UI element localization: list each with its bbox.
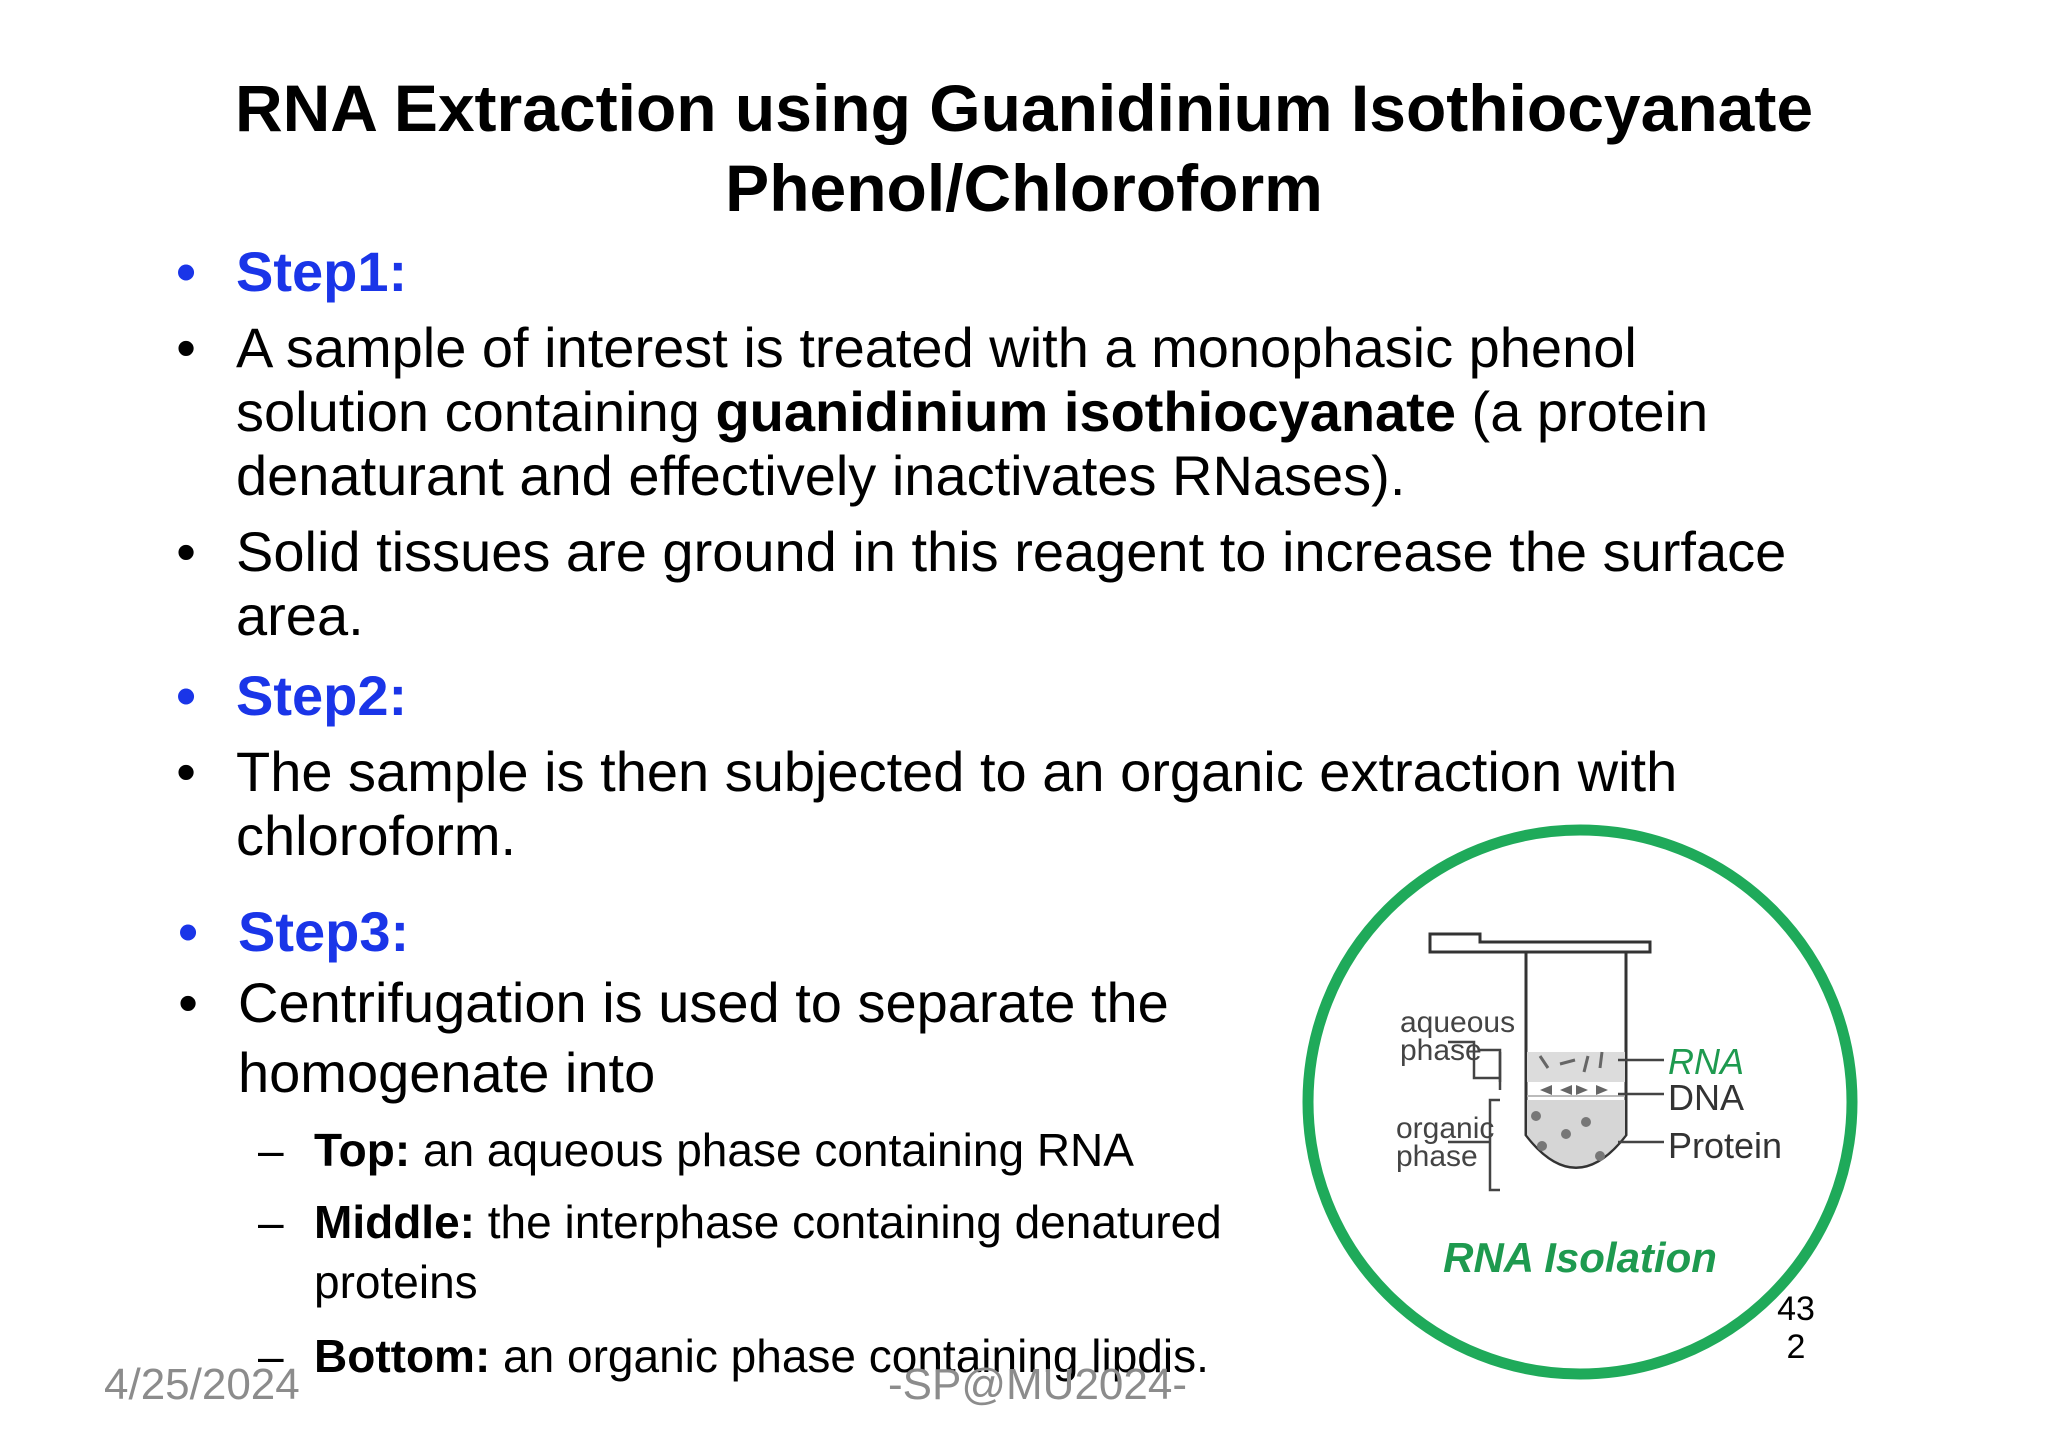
step3-text: Centrifugation is used to separate the h… [238,971,1169,1104]
sub-item-bottom: – Bottom: an organic phase containing li… [258,1326,1414,1386]
phase-brackets [1448,1040,1502,1192]
sub-item-middle: – Middle: the interphase containing dena… [258,1192,1314,1312]
organic-label-1: organic [1396,1112,1494,1145]
sub-item-top-text: an aqueous phase containing RNA [410,1124,1134,1176]
dna-label: DNA [1668,1077,1744,1118]
bullet-dot: • [176,520,196,583]
slide-number-top: 43 [1777,1290,1815,1328]
step3-description: • Centrifugation is used to separate the… [178,968,1248,1108]
aqueous-layer [1527,1052,1625,1082]
dash-marker: – [258,1196,284,1248]
step1-text-a: A sample of interest is treated with a m… [236,316,1637,443]
step1-text-bold: guanidinium isothiocyanate [715,380,1456,443]
sub-item-middle-text: the interphase containing denatured prot… [314,1196,1222,1308]
step1-description-2: • Solid tissues are ground in this reage… [176,520,1876,648]
step1-heading: • Step1: [176,240,408,304]
step2-description: • The sample is then subjected to an org… [176,740,1796,868]
bullet-dot: • [178,971,198,1034]
step2-heading: • Step2: [176,664,408,728]
sub-item-middle-label: Middle: [314,1196,475,1248]
dash-marker: – [258,1330,284,1382]
rna-isolation-figure: aqueous phase organic phase RNA DNA Prot… [1302,824,1858,1380]
rna-label: RNA [1668,1041,1744,1082]
slide-title: RNA Extraction using Guanidinium Isothio… [0,68,2048,228]
bullet-dot: • [176,740,196,803]
step1-text-b: (a protein denaturant and effectively in… [236,380,1709,507]
step3-label: Step3: [238,900,410,963]
dash-marker: – [258,1124,284,1176]
aqueous-label-2: phase [1400,1034,1482,1067]
sub-item-top-label: Top: [314,1124,411,1176]
step2-text: The sample is then subjected to an organ… [236,740,1678,867]
bullet-dot: • [178,900,198,963]
figure-caption: RNA Isolation [1443,1234,1717,1281]
component-pointers [1618,1058,1664,1144]
bullet-dot: • [176,316,196,379]
sub-item-top: – Top: an aqueous phase containing RNA [258,1120,1294,1180]
organic-label-2: phase [1396,1140,1478,1173]
step1-description: • A sample of interest is treated with a… [176,316,1796,508]
title-line-2: Phenol/Chloroform [725,151,1323,225]
sub-item-bottom-label: Bottom: [314,1330,491,1382]
slide-number: 43 2 [1776,1290,1816,1366]
step1-text-2: Solid tissues are ground in this reagent… [236,520,1787,647]
figure-ring [1302,824,1858,1380]
title-line-1: RNA Extraction using Guanidinium Isothio… [234,71,1814,145]
footer-author: -SP@MU2024- [888,1360,1187,1409]
bullet-dot: • [176,664,196,727]
step1-label: Step1: [236,240,408,303]
organic-layer [1527,1100,1625,1167]
protein-label: Protein [1668,1125,1782,1166]
step3-heading: • Step3: [178,900,410,964]
step2-label: Step2: [236,664,408,727]
bullet-dot: • [176,240,196,303]
aqueous-label-1: aqueous [1400,1006,1515,1039]
footer-date: 4/25/2024 [104,1360,300,1409]
sub-item-bottom-text: an organic phase containing lipdis. [490,1330,1209,1382]
slide-number-bottom: 2 [1786,1328,1806,1366]
